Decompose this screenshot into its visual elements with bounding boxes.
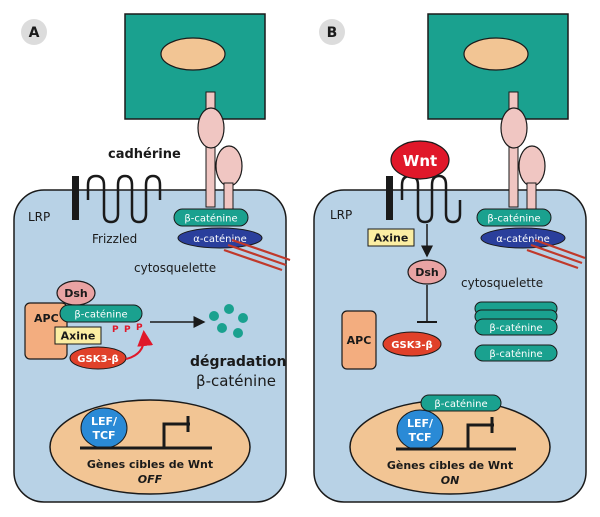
beta-catenine-label-a: β-caténine	[184, 213, 237, 225]
repressed-promoter-a	[162, 416, 190, 448]
target-genes-label-b: Gènes cibles de Wnt	[387, 459, 513, 472]
axine-b	[367, 228, 415, 247]
degradation-beta-label: β-caténine	[196, 372, 276, 390]
neighbour-nucleus-a	[160, 37, 226, 71]
degradation-particles	[209, 304, 248, 338]
beta-catenine-stack-label: β-caténine	[489, 322, 542, 334]
dsh-b	[407, 259, 447, 285]
wnt-ligand	[390, 140, 450, 180]
cadherin-domain-a	[215, 145, 243, 187]
gsk3-label-a: GSK3-β	[77, 354, 118, 365]
lef-tcf-a	[80, 407, 128, 449]
dsh-label-a: Dsh	[64, 287, 88, 300]
beta-catenine-stack-top	[474, 318, 558, 336]
lef-tcf-label-2-a: TCF	[92, 429, 115, 442]
axine-a	[54, 326, 102, 345]
frizzled-receptor-a	[86, 174, 162, 224]
panel-b-letter: B	[327, 25, 338, 41]
cadherin-stalk-b	[508, 91, 519, 208]
beta-catenine-complex-a	[59, 304, 143, 323]
cadherin-domain-a	[197, 107, 225, 149]
state-off-label: OFF	[138, 473, 163, 486]
beta-catenine-label-b: β-caténine	[487, 213, 540, 225]
lef-tcf-label-2-b: TCF	[408, 431, 431, 444]
cadherin-stalk-b	[526, 182, 537, 212]
cadherin-stalk-a	[223, 182, 234, 212]
degradation-label: dégradation	[190, 354, 286, 370]
beta-catenine-complex-label: β-caténine	[74, 309, 127, 321]
dsh-label-b: Dsh	[415, 266, 439, 279]
frizzled-label: Frizzled	[92, 232, 137, 246]
cytosquelette-label-b: cytosquelette	[461, 276, 543, 290]
panel-a-badge	[21, 19, 47, 45]
neighbour-nucleus-b	[463, 37, 529, 71]
panel-a-letter: A	[29, 25, 40, 41]
gsk3-b	[382, 331, 442, 357]
axine-label-b: Axine	[374, 232, 409, 245]
cadherine-label: cadhérine	[108, 147, 181, 162]
panel-a: A cadhérine LRP Frizzled β-caténine α-ca…	[13, 13, 291, 503]
alpha-catenine-label-b: α-caténine	[496, 233, 550, 245]
phosphate-p: P	[124, 325, 131, 335]
cytosquelette-label-a: cytosquelette	[134, 261, 216, 275]
cadherin-domain-b	[500, 107, 528, 149]
wnt-label: Wnt	[403, 152, 437, 170]
active-promoter-b	[466, 417, 494, 449]
panel-b-badge	[319, 19, 345, 45]
lrp-label-a: LRP	[28, 210, 50, 224]
phosphate-p: P	[112, 325, 119, 335]
cadherin-domain-b	[518, 145, 546, 187]
lef-tcf-label-1-a: LEF/	[91, 415, 118, 428]
lef-tcf-label-1-b: LEF/	[407, 417, 434, 430]
state-on-label: ON	[441, 474, 460, 487]
beta-catenine-free-label: β-caténine	[489, 348, 542, 360]
gsk3-label-b: GSK3-β	[391, 340, 432, 351]
target-genes-label-a: Gènes cibles de Wnt	[87, 458, 213, 471]
lef-tcf-b	[396, 409, 444, 451]
beta-catenine-membrane-b	[476, 208, 552, 227]
actin-filament-a	[223, 248, 283, 272]
lrp-label-b: LRP	[330, 208, 352, 222]
axine-label-a: Axine	[61, 330, 96, 343]
phosphate-p: P	[136, 323, 143, 333]
beta-catenine-membrane-a	[173, 208, 249, 227]
actin-filament-b	[526, 248, 579, 270]
apc-label-a: APC	[34, 312, 59, 325]
beta-catenine-nuclear	[420, 394, 502, 412]
phosphorylation-arrow	[125, 330, 154, 360]
apc-label-b: APC	[347, 334, 372, 347]
apc-box-b	[341, 310, 377, 370]
actin-filament-b	[530, 243, 583, 265]
beta-catenine-nuclear-label: β-caténine	[434, 398, 487, 410]
cadherin-stalk-a	[205, 91, 216, 208]
actin-filament-b	[534, 238, 586, 260]
panel-b: B β-caténine α-caténine cytosquelette LR…	[313, 13, 587, 503]
alpha-catenine-label-a: α-caténine	[193, 233, 247, 245]
beta-catenine-free	[474, 344, 558, 362]
lrp-receptor-a	[72, 176, 79, 220]
actin-filament-a	[227, 243, 287, 267]
lrp-receptor-b	[386, 176, 393, 220]
actin-filament-a	[231, 238, 291, 262]
